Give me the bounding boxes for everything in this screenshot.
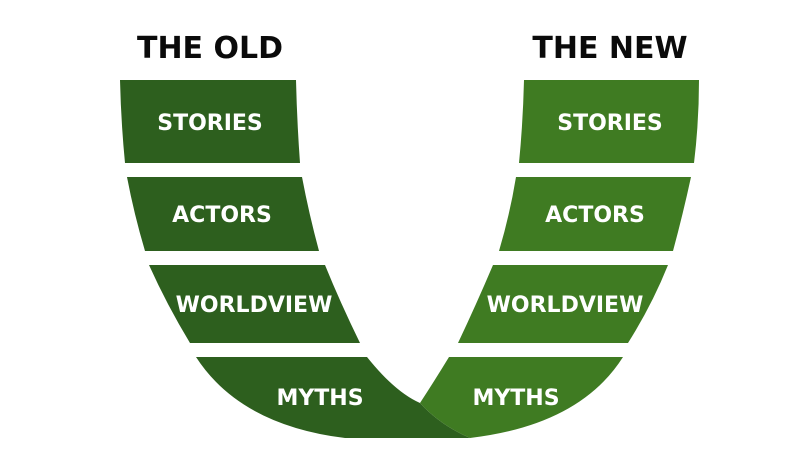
old-label-myths: MYTHS: [276, 386, 363, 411]
old-label-actors: ACTORS: [172, 203, 272, 228]
new-label-actors: ACTORS: [545, 203, 645, 228]
old-band-myths: [196, 357, 470, 438]
old-label-worldview: WORLDVIEW: [176, 293, 333, 318]
old-band-worldview: [149, 265, 360, 343]
new-band-stories: [519, 80, 699, 163]
old-band-actors: [127, 177, 319, 251]
old-label-stories: STORIES: [157, 111, 263, 136]
new-label-myths: MYTHS: [472, 386, 559, 411]
old-heading: THE OLD: [137, 31, 283, 66]
old-band-stories: [120, 80, 300, 163]
new-label-stories: STORIES: [557, 111, 663, 136]
new-heading: THE NEW: [532, 31, 687, 66]
new-band-myths: [420, 357, 623, 438]
new-band-actors: [499, 177, 691, 251]
new-band-worldview: [458, 265, 668, 343]
new-label-worldview: WORLDVIEW: [487, 293, 644, 318]
